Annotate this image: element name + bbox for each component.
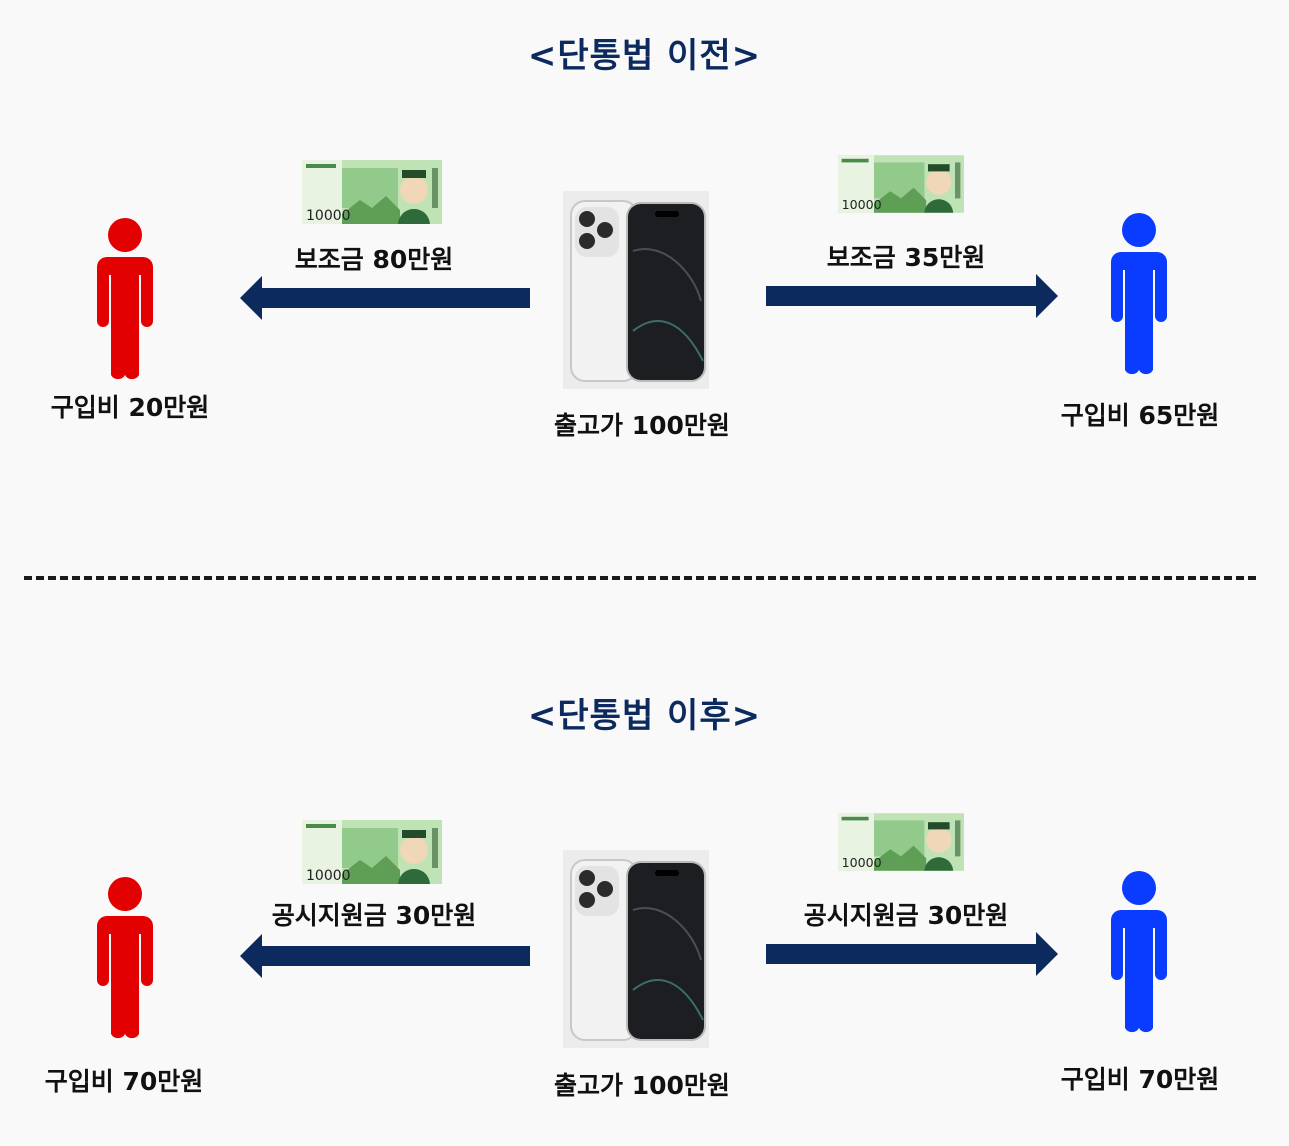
section-title-before: <단통법 이전>: [527, 36, 762, 76]
person-icon-blue: [1111, 871, 1167, 1033]
arrow-right-icon: [766, 932, 1058, 976]
arrow-right-icon: [766, 274, 1058, 318]
banknote-icon: 10000: [302, 160, 442, 224]
purchase-price-right: 구입비 70만원: [1060, 1065, 1220, 1094]
subsidy-label-right: 보조금 35만원: [826, 243, 986, 272]
smartphone-icon: [563, 191, 709, 389]
person-icon-red: [97, 877, 153, 1039]
banknote-icon: 10000: [838, 155, 964, 213]
section-title-after: <단통법 이후>: [527, 696, 762, 736]
banknote-icon: 10000: [838, 813, 964, 871]
section-divider: [24, 576, 1256, 580]
subsidy-label-left: 공시지원금 30만원: [271, 901, 477, 930]
bill-value: 10000: [306, 208, 351, 224]
arrow-left-icon: [240, 276, 530, 320]
arrow-left-icon: [240, 934, 530, 978]
release-price-label: 출고가 100만원: [554, 411, 730, 440]
purchase-price-left: 구입비 70만원: [44, 1067, 204, 1096]
person-icon-blue: [1111, 213, 1167, 375]
subsidy-label-left: 보조금 80만원: [294, 245, 454, 274]
purchase-price-left: 구입비 20만원: [50, 393, 210, 422]
banknote-icon: 10000: [302, 820, 442, 884]
release-price-label: 출고가 100만원: [554, 1071, 730, 1100]
subsidy-label-right: 공시지원금 30만원: [803, 901, 1009, 930]
purchase-price-right: 구입비 65만원: [1060, 401, 1220, 430]
bill-value: 10000: [306, 868, 351, 884]
smartphone-icon: [563, 850, 709, 1048]
bill-value: 10000: [842, 197, 882, 212]
bill-value: 10000: [842, 855, 882, 870]
person-icon-red: [97, 218, 153, 380]
